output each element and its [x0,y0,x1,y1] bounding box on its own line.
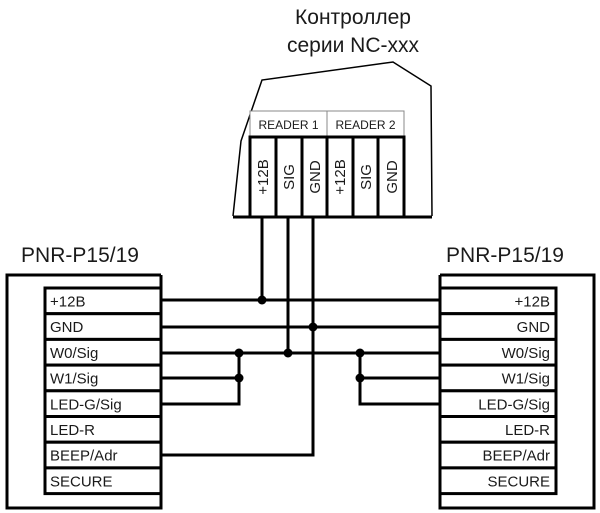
r1-pin-12v: +12B [255,159,272,194]
reader-1-label: READER 1 [258,118,318,132]
right-terminal-cell [438,363,558,393]
left-terminal-label: SECURE [50,473,113,490]
controller-title-line1: Контроллер [295,6,411,29]
wire-left-ledg [159,351,241,406]
wires [159,215,442,457]
right-terminal-label: LED-R [505,422,550,439]
right-terminal-label: W1/Sig [502,371,550,388]
r1-pin-gnd: GND [307,160,324,194]
controller-housing [232,61,433,217]
junction-left-w0 [234,348,244,358]
left-terminal-label: W0/Sig [50,345,98,362]
junction-right-w0 [355,348,365,358]
r2-pin-sig: SIG [358,164,375,190]
r1-pin-sig: SIG [281,164,298,190]
left-device-title: PNR-P15/19 [21,244,139,267]
right-terminal-label: SECURE [487,473,550,490]
reader-2-label: READER 2 [335,118,395,132]
controller-title-line2: серии NC-xxx [287,34,419,57]
junction-left-w1 [234,373,244,383]
r2-pin-12v: +12B [332,159,349,194]
left-terminal-cell [43,415,163,444]
right-terminal-cell [438,337,558,367]
right-terminal-label: +12B [515,294,550,311]
right-terminal-cell [438,466,558,496]
right-terminal-label: BEEP/Adr [482,448,550,465]
right-terminal-cell [438,440,558,470]
reader-header-2: READER 2 [326,110,405,138]
r2-pin-gnd: GND [384,160,401,194]
reader-header-1: READER 1 [249,110,328,138]
left-terminal-cell [43,466,163,496]
left-terminal-label: BEEP/Adr [50,448,118,465]
left-terminal-label: W1/Sig [50,371,98,388]
left-terminal-label: +12B [50,294,85,311]
junction-12v [257,295,267,305]
left-terminal-label: LED-G/Sig [50,396,122,413]
right-terminal-cell [438,415,558,444]
junction-right-w1 [355,373,365,383]
junction-gnd [308,322,318,332]
right-terminal-label: LED-G/Sig [478,396,550,413]
left-terminal-label: LED-R [50,422,95,439]
right-terminal-label: W0/Sig [502,345,550,362]
right-terminal-label: GND [517,319,551,336]
wire-right-ledg [358,351,442,406]
junction-sig [283,348,293,358]
controller-terminal-block [248,135,406,219]
left-terminal-label: GND [50,319,84,336]
junctions [234,295,365,383]
right-device-title: PNR-P15/19 [446,244,564,267]
